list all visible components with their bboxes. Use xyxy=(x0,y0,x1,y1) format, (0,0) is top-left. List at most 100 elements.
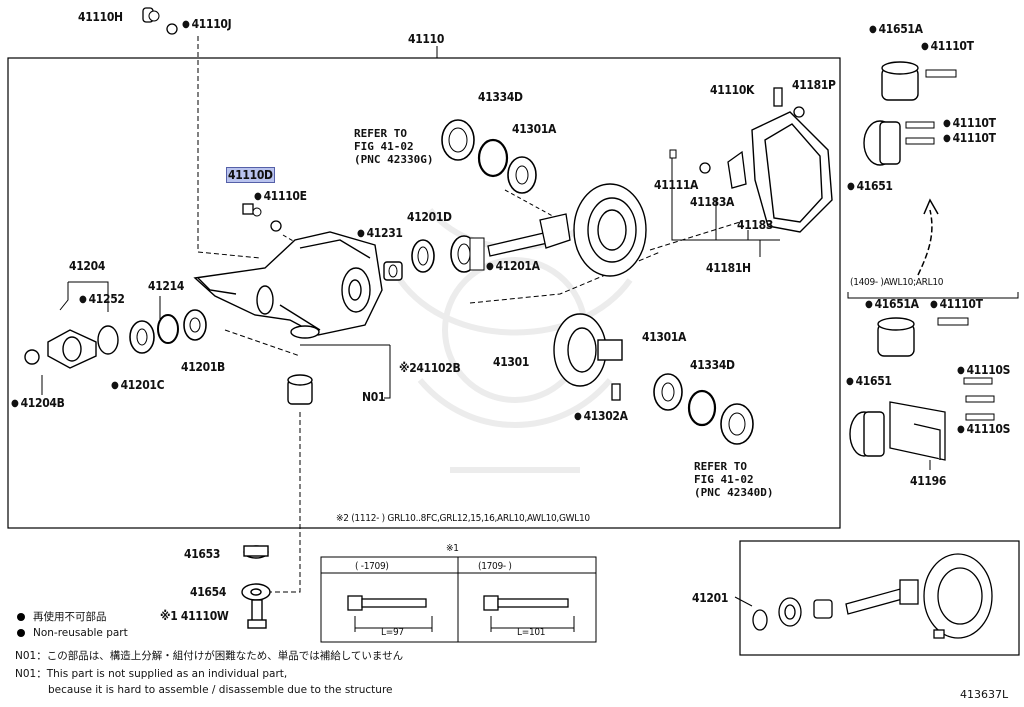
part-differential-carrier xyxy=(193,231,383,339)
part-41651-top xyxy=(863,120,901,166)
label-41302A[interactable]: 41302A xyxy=(574,409,628,425)
part-41301A-bot xyxy=(653,373,683,411)
label-N01[interactable]: N01 xyxy=(362,390,386,404)
label-41183[interactable]: 41183 xyxy=(737,218,774,232)
part-41201C xyxy=(129,320,155,354)
part-41301A-top xyxy=(507,156,537,194)
part-41204B-nut xyxy=(24,349,40,365)
label-41110H[interactable]: 41110H xyxy=(78,10,123,24)
label-41334D-top[interactable]: 41334D xyxy=(478,90,523,104)
note-n01-en-line2: because it is hard to assemble / disasse… xyxy=(48,684,393,696)
refer-to-fig-top[interactable]: REFER TO FIG 41-02 (PNC 42330G) xyxy=(354,127,434,166)
part-41110E xyxy=(270,220,282,232)
part-41110T-r xyxy=(905,121,935,145)
label-41301A-top[interactable]: 41301A xyxy=(512,122,557,136)
part-41110D xyxy=(242,203,262,217)
part-41110T-top xyxy=(925,69,957,78)
part-41651A-top xyxy=(881,61,919,101)
label-41110S-1[interactable]: 41110S xyxy=(957,363,1011,379)
label-41201C[interactable]: 41201C xyxy=(111,378,165,394)
label-41110T-r2[interactable]: 41110T xyxy=(943,131,996,147)
label-41110J[interactable]: 41110J xyxy=(182,17,232,33)
part-41214 xyxy=(157,314,179,344)
part-41110W-bolt xyxy=(247,599,267,629)
label-41110T-bot[interactable]: 41110T xyxy=(930,297,983,313)
label-41301[interactable]: 41301 xyxy=(493,355,530,369)
part-41110J xyxy=(166,23,178,35)
label-41654[interactable]: 41654 xyxy=(190,585,227,599)
part-41252 xyxy=(97,325,119,355)
label-41110[interactable]: 41110 xyxy=(408,32,445,46)
leader-lines xyxy=(41,36,1019,607)
label-41110S-2[interactable]: 41110S xyxy=(957,422,1011,438)
label-41110D[interactable]: 41110D xyxy=(226,167,275,183)
label-41181P[interactable]: 41181P xyxy=(792,78,836,92)
label-41651-top[interactable]: 41651 xyxy=(847,179,893,195)
part-41334D-top xyxy=(477,138,509,178)
label-41111A[interactable]: 41111A xyxy=(654,178,699,192)
part-41654 xyxy=(241,583,271,601)
bolt-table-title: ※1 xyxy=(446,543,459,554)
label-41201D[interactable]: 41201D xyxy=(407,210,452,224)
note-n01-en-line1: N01：This part is not supplied as an indi… xyxy=(15,668,288,680)
legend-non-reusable-en: Non-reusable part xyxy=(33,627,128,639)
refer-to-fig-bot[interactable]: REFER TO FIG 41-02 (PNC 42340D) xyxy=(694,460,774,499)
label-41183A[interactable]: 41183A xyxy=(690,195,735,209)
label-41204[interactable]: 41204 xyxy=(69,259,106,273)
part-41183A xyxy=(699,162,711,174)
part-N01-bushing xyxy=(287,374,313,405)
label-41214[interactable]: 41214 xyxy=(148,279,185,293)
label-41181H[interactable]: 41181H xyxy=(706,261,751,275)
part-41110K xyxy=(773,87,783,107)
part-41201-kit xyxy=(752,553,993,639)
bolt-col-2-header: (1709- ) xyxy=(478,561,512,572)
label-41651A-bot[interactable]: 41651A xyxy=(865,297,919,313)
label-41651A-top[interactable]: 41651A xyxy=(869,22,923,38)
part-41110S xyxy=(963,377,995,421)
label-41204B[interactable]: 41204B xyxy=(11,396,65,412)
label-41201A-top[interactable]: 41201A xyxy=(486,259,540,275)
label-41201B[interactable]: 41201B xyxy=(181,360,225,374)
part-41653 xyxy=(243,545,269,559)
label-41231[interactable]: 41231 xyxy=(357,226,403,242)
legend-dot-jp xyxy=(17,613,25,621)
part-41201A-bearing xyxy=(450,235,485,273)
part-ring-gear xyxy=(573,183,647,277)
part-drive-pinion xyxy=(487,213,571,257)
bolt-length-1: L=97 xyxy=(381,627,404,638)
label-41110T-r1[interactable]: 41110T xyxy=(943,116,996,132)
label-41334D-bot[interactable]: 41334D xyxy=(690,358,735,372)
part-41201D xyxy=(411,239,435,273)
label-41102B[interactable]: ※241102B xyxy=(399,361,461,375)
bolt-table xyxy=(320,556,597,643)
assembly-frame xyxy=(7,57,841,529)
label-41110T-top[interactable]: 41110T xyxy=(921,39,974,55)
part-41651-bot xyxy=(849,411,885,457)
part-41334D-bot xyxy=(687,389,717,427)
part-41201B xyxy=(183,309,207,341)
part-oil-seal-top xyxy=(441,119,475,161)
label-41252[interactable]: 41252 xyxy=(79,292,125,308)
bolt-col-1-header: ( -1709) xyxy=(355,561,389,572)
label-41201[interactable]: 41201 xyxy=(692,591,729,605)
part-41183 xyxy=(727,150,747,189)
label-41196[interactable]: 41196 xyxy=(910,474,947,488)
label-41651-bot[interactable]: 41651 xyxy=(846,374,892,390)
part-41204-flange xyxy=(47,329,97,369)
legend-non-reusable-jp: 再使用不可部品 xyxy=(33,611,107,623)
label-41110E[interactable]: 41110E xyxy=(254,189,307,205)
part-41110T-bot xyxy=(937,317,969,326)
part-41231 xyxy=(383,261,403,281)
part-41181H-cover xyxy=(751,111,833,233)
label-41110K[interactable]: 41110K xyxy=(710,83,755,97)
label-41110W[interactable]: ※1 41110W xyxy=(160,609,229,623)
label-41301A-bot[interactable]: 41301A xyxy=(642,330,687,344)
part-41181P xyxy=(793,106,805,118)
part-41301-diff-case xyxy=(553,313,623,387)
label-41653[interactable]: 41653 xyxy=(184,547,221,561)
arrow-up-icon xyxy=(917,209,933,276)
legend-dot-en xyxy=(17,629,25,637)
part-41196-bracket xyxy=(889,401,946,461)
figure-number: 413637L xyxy=(960,688,1009,701)
